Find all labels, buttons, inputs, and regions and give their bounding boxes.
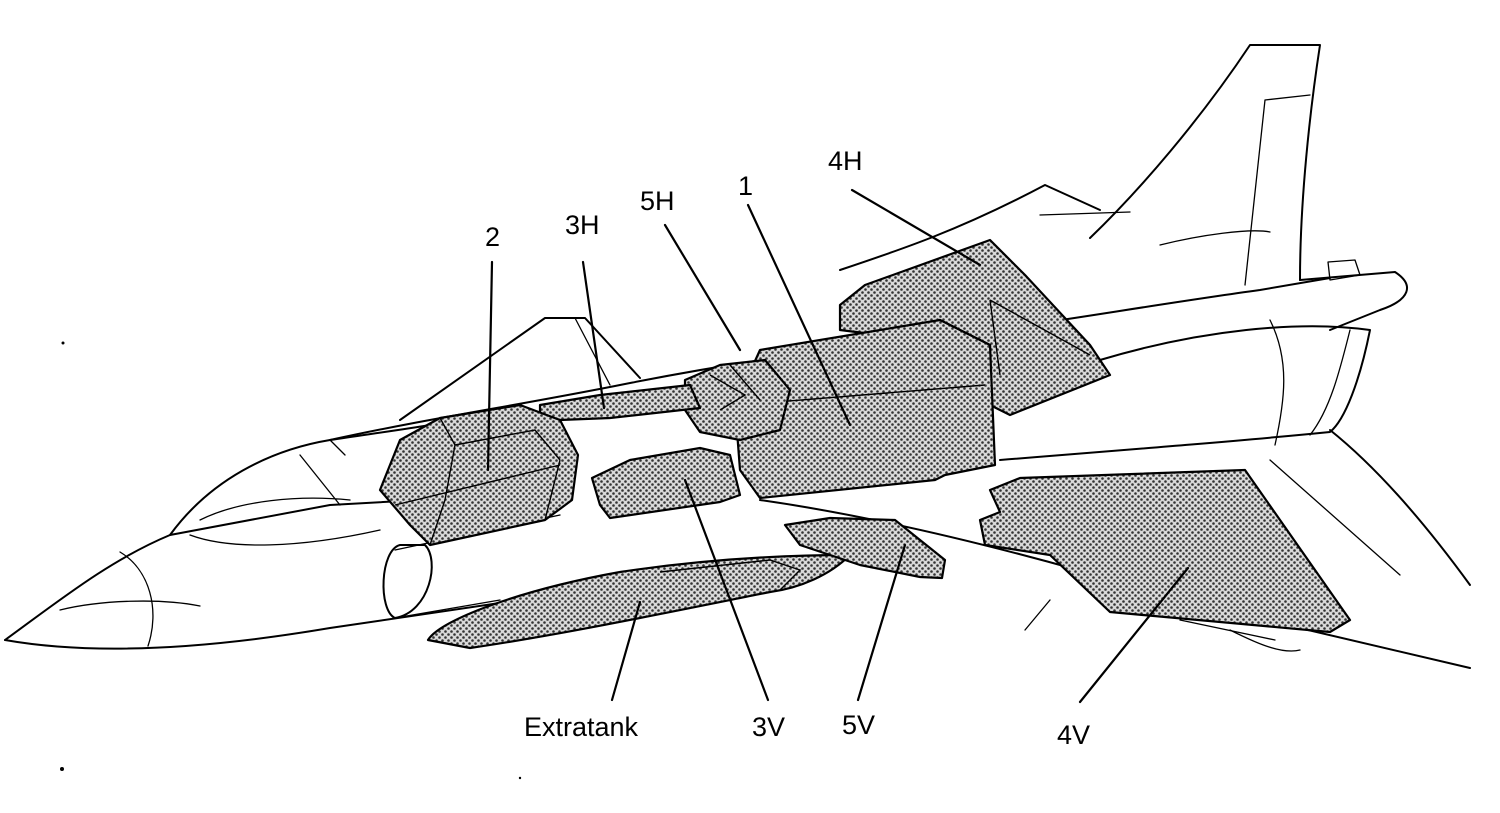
air-intake <box>382 544 433 619</box>
leader-4v <box>1078 566 1190 704</box>
label-extratank: Extratank <box>524 712 639 742</box>
near-wing-root <box>1329 429 1471 586</box>
leader-1 <box>746 203 852 427</box>
tank-5v-shape <box>783 516 947 580</box>
speck <box>61 341 65 345</box>
nose-panel-line <box>59 600 201 611</box>
leader-3v <box>683 478 770 702</box>
elevon-line <box>1179 459 1401 641</box>
leader-extratank <box>610 600 642 702</box>
speck <box>60 767 64 771</box>
rear-fuselage-lower <box>999 325 1371 461</box>
canopy <box>169 424 431 536</box>
cockpit-sill <box>189 529 381 546</box>
rudder-line <box>1244 94 1311 286</box>
label-tank-1: 1 <box>738 171 753 201</box>
tank-2-edge <box>394 417 561 546</box>
far-wing-detail <box>1039 211 1271 246</box>
wing-pylon <box>1024 599 1301 652</box>
leader-5h <box>663 223 742 352</box>
tank-labels: 2 3H 5H 1 4H Extratank 3V 5V 4V <box>485 146 1090 750</box>
label-tank-3v: 3V <box>752 712 785 742</box>
speck <box>518 776 522 780</box>
label-tank-3h: 3H <box>565 210 600 240</box>
label-tank-4h: 4H <box>828 146 863 176</box>
radome-ring <box>119 551 154 647</box>
nose-underside-line <box>4 599 521 650</box>
far-wing-fence <box>574 317 611 386</box>
canopy-frame <box>199 439 351 521</box>
label-tank-4v: 4V <box>1057 720 1090 750</box>
tank-3v-shape <box>590 446 742 520</box>
label-tank-2: 2 <box>485 222 500 252</box>
vertical-tail <box>1089 44 1321 281</box>
leader-lines <box>486 188 1190 704</box>
tank-1-shape <box>733 318 997 500</box>
leader-5v <box>856 543 907 702</box>
tank-3h-shape <box>538 383 702 422</box>
fuselage-lower-line <box>4 499 421 641</box>
label-tank-5h: 5H <box>640 186 675 216</box>
leader-2 <box>486 260 494 472</box>
exhaust <box>1299 271 1408 331</box>
fuel-tanks <box>378 238 1352 650</box>
tank-2-shape <box>378 403 580 547</box>
leader-3h <box>581 260 606 410</box>
extratank-pylon <box>659 559 802 591</box>
tank-4v-shape <box>978 468 1352 634</box>
tank-5h-edge <box>709 364 761 411</box>
tank-4h-edge <box>989 299 1091 376</box>
rear-fuselage-panel <box>1269 319 1351 446</box>
tail-bump <box>1327 259 1361 281</box>
far-wing <box>399 317 641 421</box>
leader-4h <box>850 188 982 267</box>
label-tank-5v: 5V <box>842 710 875 740</box>
far-wing-upper <box>839 184 1101 271</box>
